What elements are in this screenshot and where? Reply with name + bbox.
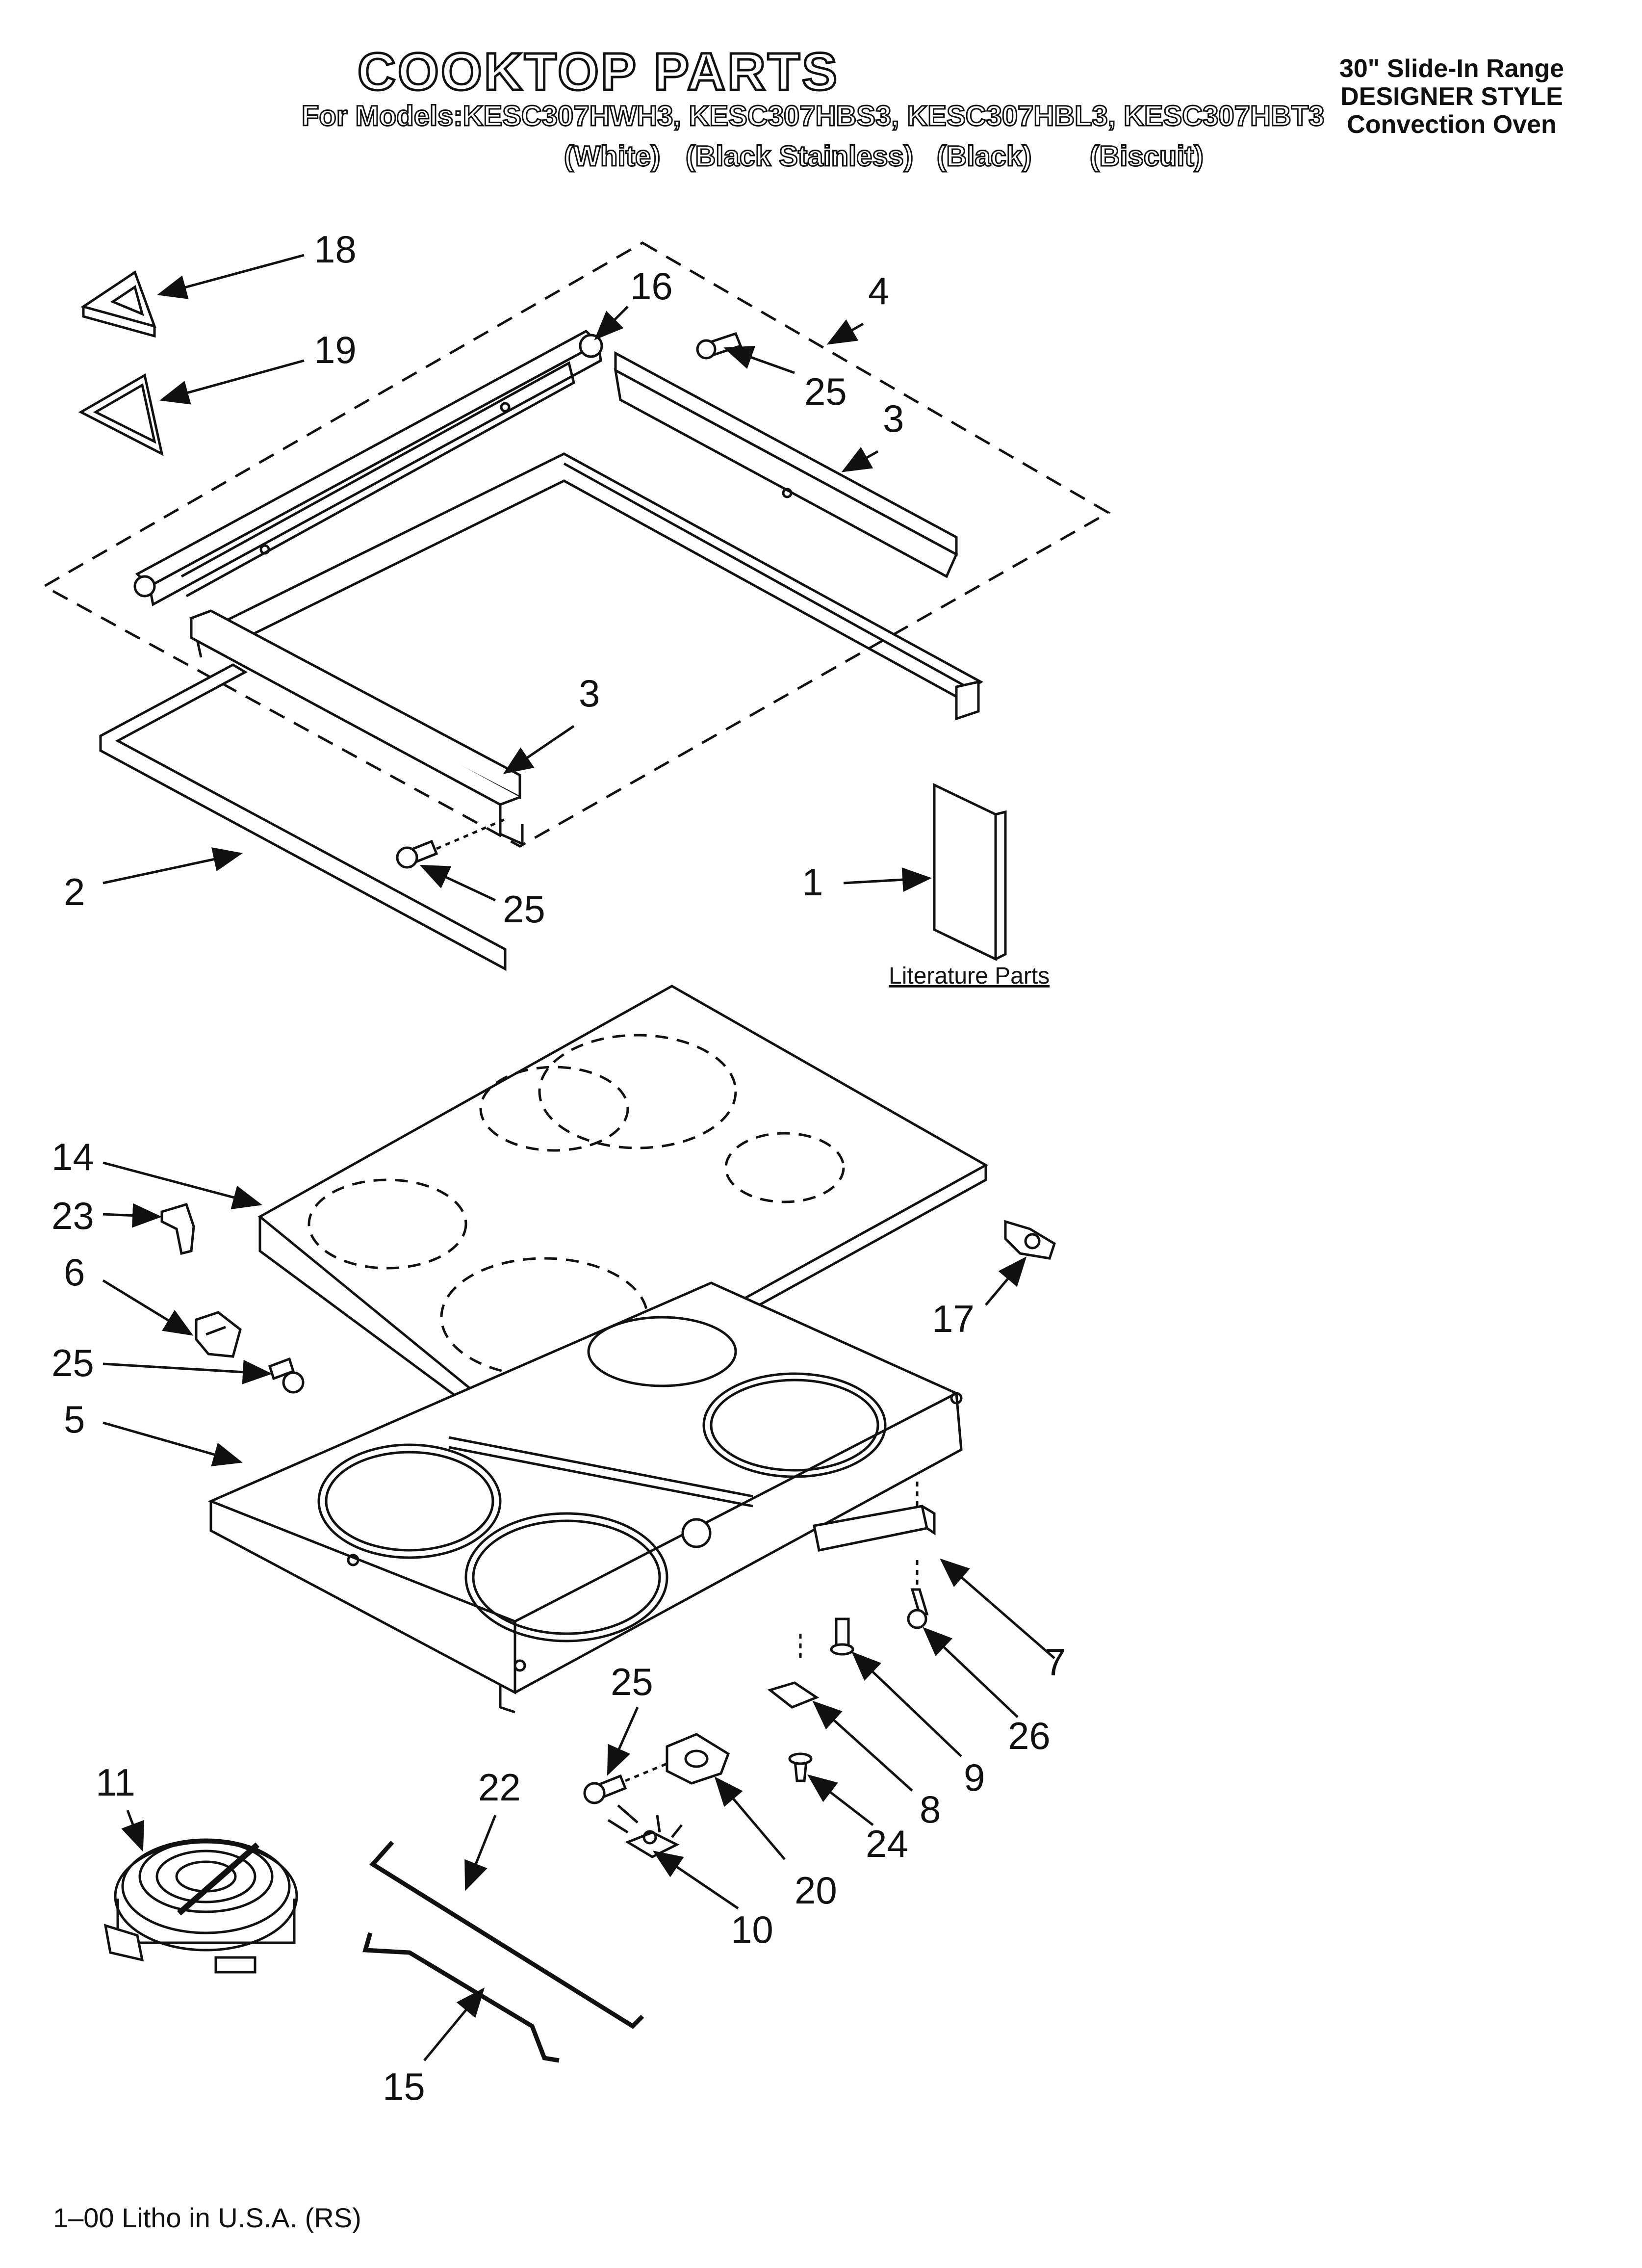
callout-6: 6 — [64, 1251, 85, 1294]
side-rail-part-4 — [614, 351, 958, 578]
product-type: 30" Slide-In Range — [1339, 54, 1565, 83]
leader-7 — [940, 1558, 1055, 1659]
leader-5 — [103, 1421, 243, 1466]
cooktop-base-part-5 — [207, 1281, 963, 1714]
leader-2 — [103, 847, 243, 885]
callout-9: 9 — [964, 1756, 985, 1799]
trim-cap-part-18 — [80, 270, 157, 338]
literature-booklet-part-1 — [933, 783, 1007, 961]
leader-3b — [503, 725, 575, 774]
leader-8 — [812, 1700, 913, 1792]
leader-10 — [652, 1851, 739, 1910]
literature-parts-label: Literature Parts — [889, 963, 1050, 989]
callout-22: 22 — [478, 1766, 521, 1809]
callout-5: 5 — [64, 1398, 85, 1441]
bracket-part-6 — [195, 1311, 242, 1358]
clip-part-17 — [1004, 1220, 1056, 1260]
callout-10: 10 — [731, 1908, 773, 1951]
callout-1: 1 — [802, 860, 823, 904]
callout-23: 23 — [51, 1194, 94, 1237]
leader-25a — [723, 345, 795, 374]
leader-17 — [985, 1256, 1027, 1306]
screw-part-25-lower — [583, 1762, 667, 1804]
callout-7: 7 — [1045, 1641, 1066, 1684]
leader-22 — [464, 1815, 497, 1891]
variant-black: (Black) — [936, 140, 1032, 172]
screw-part-25-mid — [396, 818, 506, 869]
sensor-part-20 — [666, 1733, 730, 1785]
wire-part-15 — [362, 1932, 560, 2063]
screw-part-26 — [907, 1482, 929, 1629]
leader-25c — [103, 1359, 272, 1384]
trim-assembly-outline — [41, 241, 1111, 848]
callout-4: 4 — [868, 269, 889, 313]
callout-19: 19 — [314, 328, 357, 371]
leader-24 — [807, 1774, 874, 1826]
callout-17: 17 — [932, 1297, 975, 1340]
screw-part-25-left — [268, 1357, 305, 1394]
callout-25-mid: 25 — [503, 887, 545, 931]
callout-25-top: 25 — [804, 370, 847, 413]
leader-4 — [826, 319, 864, 345]
trim-cap-part-19 — [78, 373, 164, 456]
callout-2: 2 — [64, 870, 85, 913]
surface-element-part-11 — [103, 1838, 298, 1974]
front-trim-bar-part-3 — [189, 609, 980, 846]
leader-3a — [841, 447, 879, 472]
variant-black-stainless: (Black Stainless) — [685, 140, 914, 172]
clip-part-23 — [160, 1202, 195, 1255]
gasket-frame-part-2 — [99, 663, 507, 971]
leader-11 — [121, 1810, 145, 1852]
screw-part-9 — [830, 1617, 854, 1656]
leader-16 — [594, 306, 629, 340]
callout-16: 16 — [630, 264, 673, 308]
leader-23 — [103, 1203, 162, 1228]
leader-9 — [851, 1651, 962, 1757]
callout-24: 24 — [866, 1822, 908, 1865]
variant-white: (White) — [564, 140, 661, 172]
callout-20: 20 — [795, 1869, 837, 1912]
product-style: DESIGNER STYLE — [1340, 82, 1563, 111]
wire-part-22 — [369, 1841, 644, 2029]
leader-19 — [159, 359, 305, 405]
rear-trim-rail-part-16 — [133, 329, 603, 606]
callout-25-left: 25 — [51, 1341, 94, 1384]
leader-14 — [103, 1161, 262, 1210]
callout-26: 26 — [1008, 1714, 1051, 1757]
variant-biscuit: (Biscuit) — [1089, 140, 1205, 172]
leader-6 — [102, 1279, 194, 1336]
screw-part-25-top — [696, 332, 743, 360]
leader-18 — [157, 254, 305, 299]
callout-15: 15 — [383, 2065, 425, 2108]
bracket-part-7 — [813, 1505, 936, 1552]
switch-part-10 — [607, 1804, 683, 1858]
leader-15 — [423, 1987, 485, 2061]
callout-14: 14 — [51, 1135, 94, 1178]
callout-3-lower: 3 — [579, 672, 600, 715]
leader-25b — [419, 864, 496, 902]
callout-25-lower: 25 — [611, 1660, 653, 1703]
plate-part-8 — [767, 1681, 820, 1709]
callout-3-top: 3 — [883, 397, 904, 440]
callout-8: 8 — [920, 1788, 941, 1831]
product-info: 30" Slide-In Range DESIGNER STYLE Convec… — [1314, 54, 1589, 139]
product-oven: Convection Oven — [1347, 110, 1557, 139]
screw-part-24 — [788, 1634, 813, 1782]
litho-footer: 1–00 Litho in U.S.A. (RS) — [53, 2202, 361, 2233]
leader-1 — [843, 867, 932, 892]
leader-26 — [923, 1627, 1019, 1718]
page-title: COOKTOP PARTS — [356, 42, 840, 101]
models-line: For Models:KESC307HWH3, KESC307HBS3, KES… — [301, 100, 1325, 132]
leader-25d — [607, 1706, 639, 1776]
callout-11: 11 — [96, 1761, 135, 1804]
callout-18: 18 — [314, 228, 357, 271]
leader-20 — [714, 1776, 786, 1860]
